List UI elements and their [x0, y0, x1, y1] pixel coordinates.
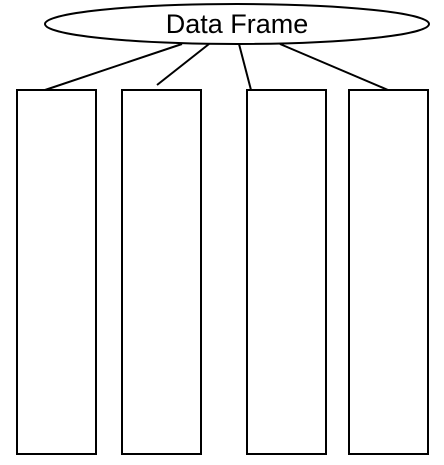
connector-line-3: [238, 43, 252, 91]
root-node: Data Frame: [44, 3, 430, 45]
connector-line-1: [44, 43, 183, 91]
column-boxes: [16, 89, 429, 455]
connector-line-2: [156, 43, 210, 86]
column-box-4: [348, 89, 429, 455]
connector-line-4: [279, 43, 389, 91]
root-label: Data Frame: [166, 9, 309, 39]
root-ellipse: [44, 3, 430, 45]
column-box-2: [121, 89, 202, 455]
column-box-3: [246, 89, 327, 455]
connector-lines: [44, 43, 389, 91]
column-box-1: [16, 89, 97, 455]
